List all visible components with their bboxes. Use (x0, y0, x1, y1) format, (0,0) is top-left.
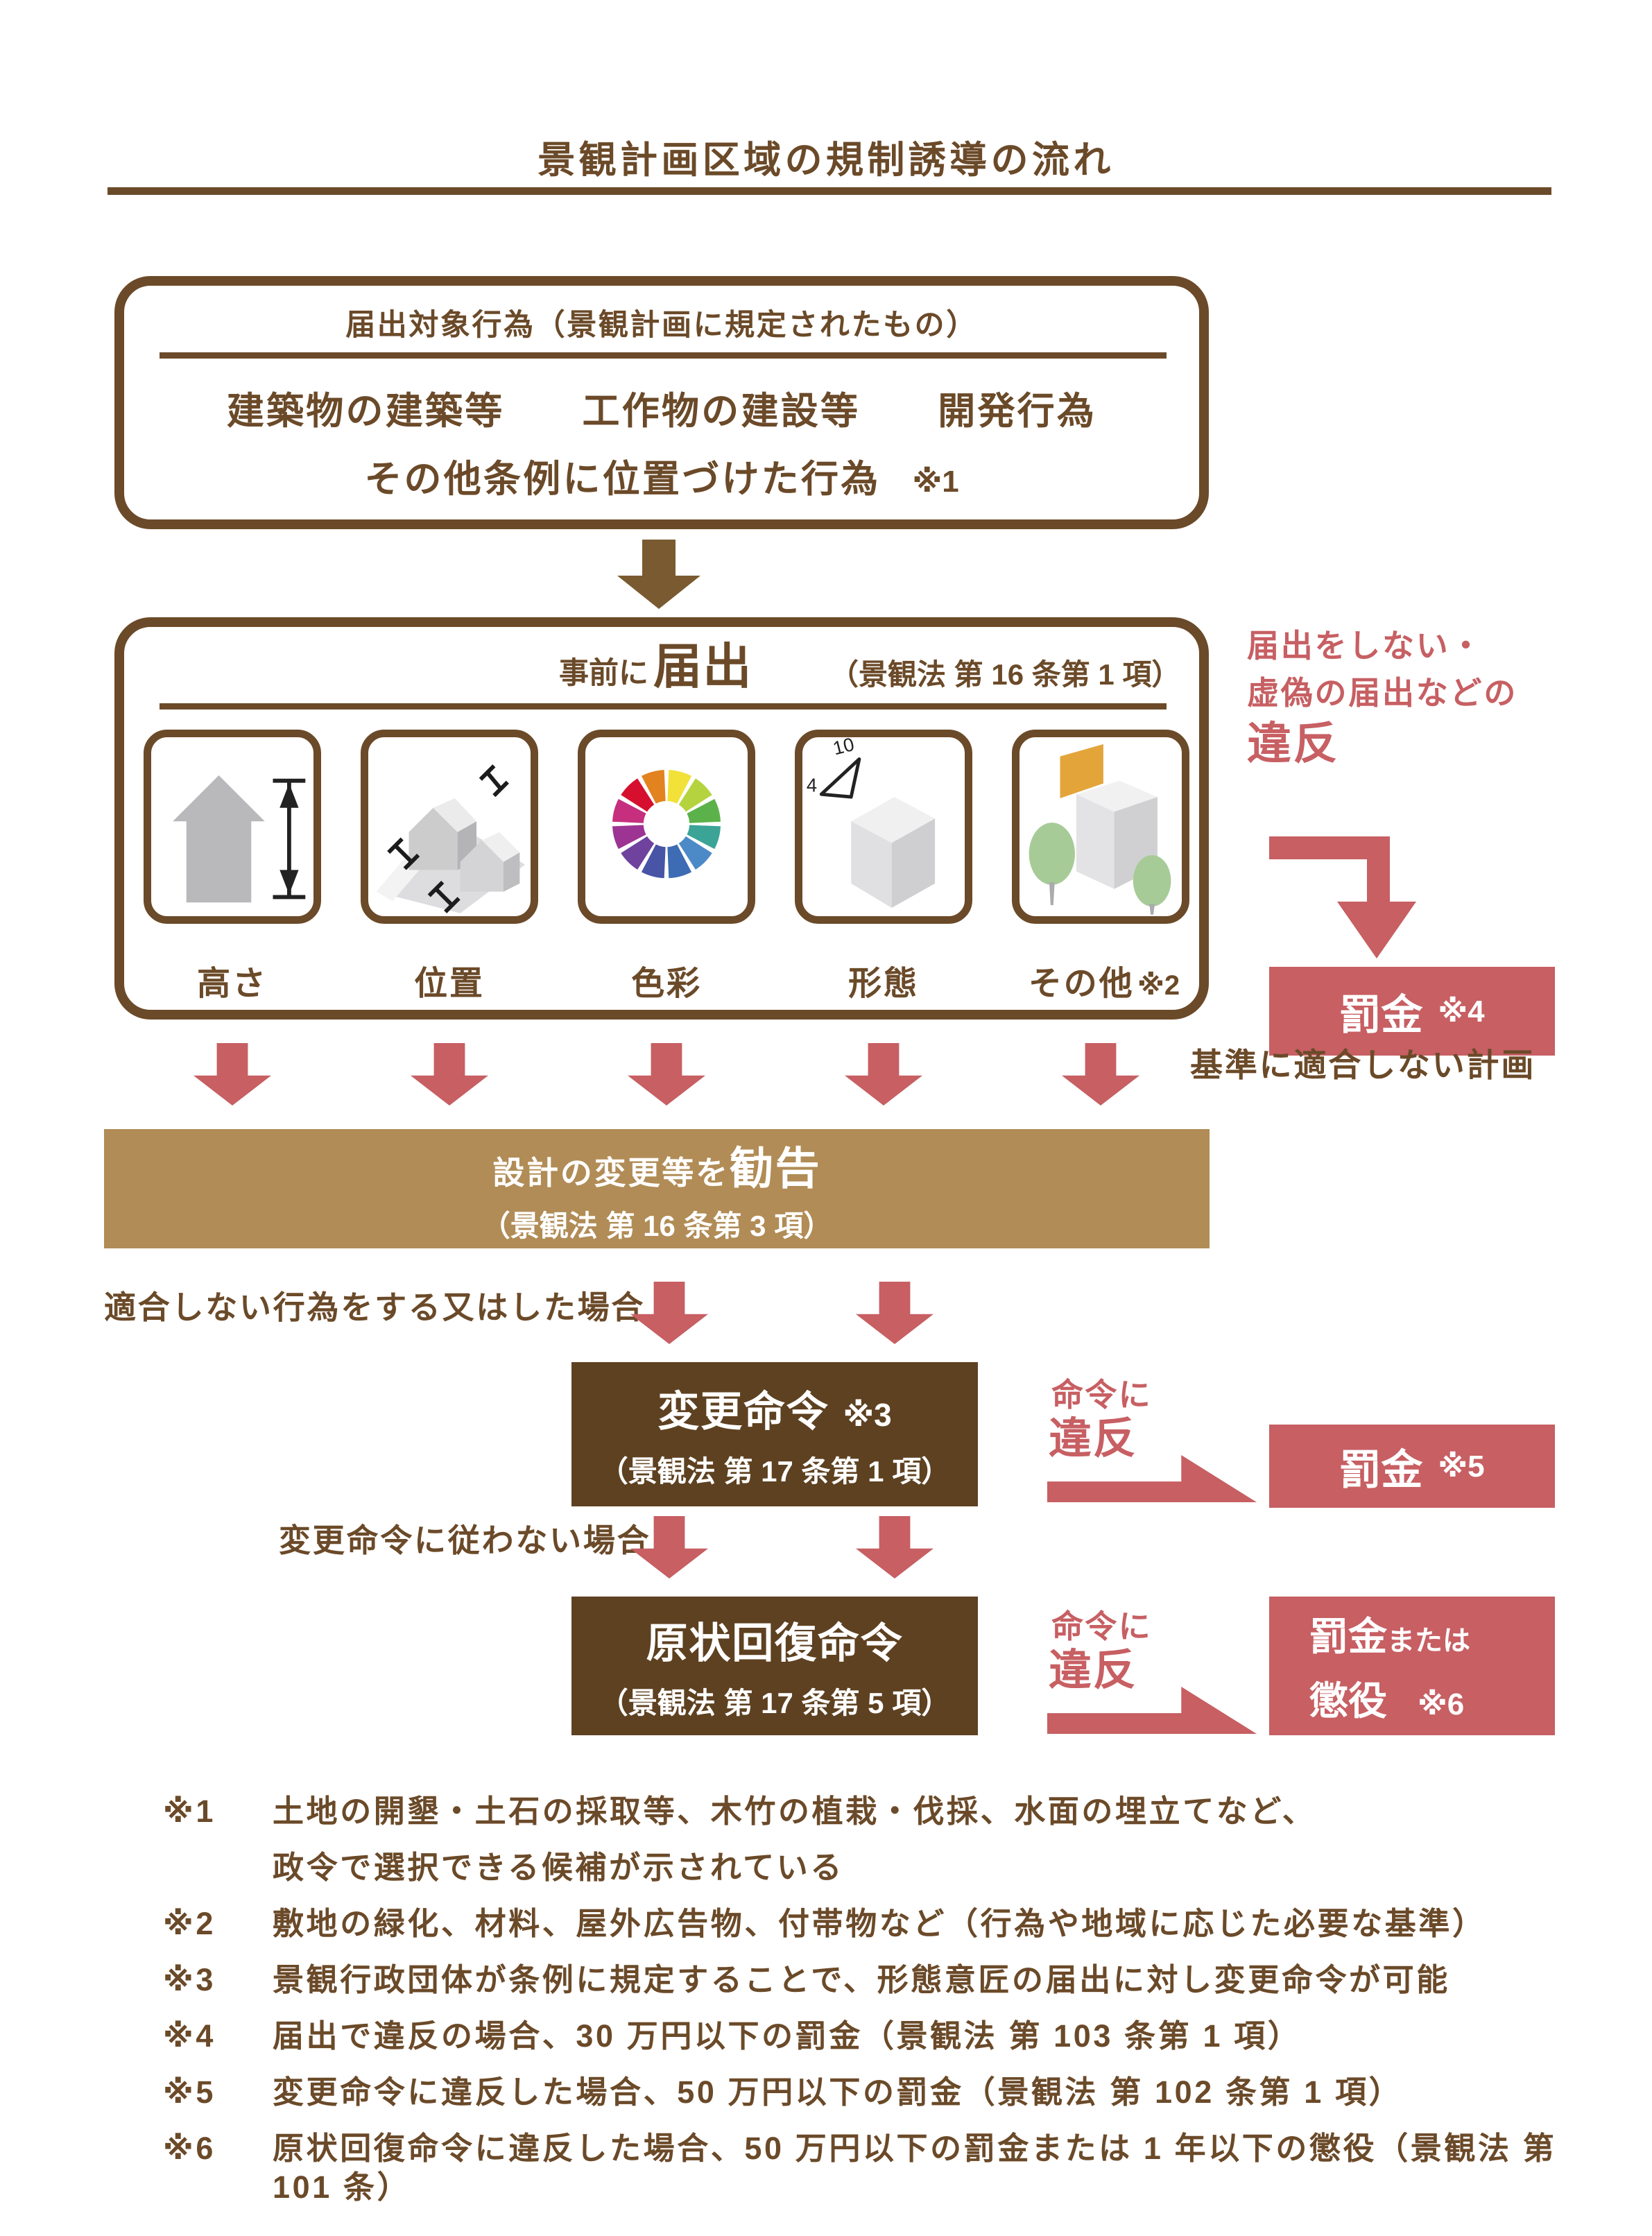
box1-other-row: その他条例に位置づけた行為 ※1 (114, 448, 1209, 503)
change-order-box: 変更命令 ※3 （景観法 第 17 条第 1 項） (571, 1362, 978, 1506)
svg-text:4: 4 (807, 774, 817, 796)
item-building: 建築物の建築等 (226, 390, 505, 432)
change-order-law: （景観法 第 17 条第 1 項） (599, 1455, 951, 1488)
item-development: 開発行為 (938, 390, 1097, 432)
recommendation-law: （景観法 第 16 条第 3 項） (481, 1209, 833, 1242)
footnote-5: ※5 変更命令に違反した場合、50 万円以下の罰金（景観法 第 102 条第 1… (163, 2074, 1403, 2110)
card-label-height: 高さ (197, 965, 268, 1002)
restoration-order-title: 原状回復命令 (646, 1620, 904, 1667)
flow-arrow-4 (845, 1043, 922, 1106)
page-title: 景観計画区域の規制誘導の流れ (537, 139, 1115, 181)
note-nonconforming-plan: 基準に適合しない計画 (1190, 1047, 1536, 1083)
note-not-follow: 変更命令に従わない場合 (279, 1522, 651, 1558)
card-color (578, 730, 755, 924)
flow-arrow-main (617, 540, 700, 609)
order-violation1-line1: 命令に (1051, 1377, 1152, 1413)
height-measure-icon (173, 775, 306, 903)
flow-arrow-3 (628, 1043, 705, 1106)
item-other-note: ※1 (912, 465, 959, 499)
flow-arrow-2 (411, 1043, 488, 1106)
violation-notify-line1: 届出をしない・ (1247, 628, 1484, 664)
box1-header: 届出対象行為（景観計画に規定されたもの） (345, 309, 978, 342)
recommendation-bar: 設計の変更等を 勧告 （景観法 第 16 条第 3 項） (104, 1129, 1210, 1248)
flow-arrow-9 (856, 1516, 933, 1579)
notify-law: （景観法 第 16 条第 1 項） (829, 658, 1181, 691)
violation-notify-line3: 違反 (1247, 719, 1340, 768)
violation-notify-line2: 虚偽の届出などの (1247, 675, 1518, 711)
flow-arrow-5 (1062, 1043, 1139, 1106)
box-notification-target-acts (114, 276, 1209, 529)
footnote-4: ※4 届出で違反の場合、30 万円以下の罰金（景観法 第 103 条第 1 項） (163, 2018, 1302, 2054)
recommendation-prefix: 設計の変更等を (492, 1154, 730, 1191)
notify-prefix: 事前に (559, 657, 648, 690)
footnote-3: ※3 景観行政団体が条例に規定することで、形態意匠の届出に対し変更命令が可能 (163, 1962, 1450, 1997)
recommendation-title: 勧告 (729, 1143, 821, 1194)
flow-arrow-7 (856, 1282, 933, 1344)
restoration-order-law: （景観法 第 17 条第 5 項） (599, 1687, 951, 1719)
item-other-ordinance: その他条例に位置づけた行為 (364, 458, 881, 500)
item-structure: 工作物の建設等 (582, 390, 861, 432)
order-violation1-line2: 違反 (1049, 1415, 1137, 1463)
card-height (144, 730, 321, 924)
violation-elbow-arrow (1269, 836, 1422, 961)
card-position (361, 730, 538, 924)
note-nonconforming-act: 適合しない行為をする又はした場合 (104, 1289, 646, 1325)
card-other (1012, 730, 1189, 924)
card-label-color: 色彩 (631, 965, 702, 1002)
color-wheel-icon (612, 770, 721, 879)
box2-divider (160, 703, 1167, 710)
notify-title: 届出 (653, 639, 752, 694)
position-houses-icon (376, 764, 526, 913)
order-violation2-line2: 違反 (1049, 1646, 1137, 1694)
form-house-icon: 10 4 (807, 737, 936, 908)
footnote-2: ※2 敷地の緑化、材料、屋外広告物、付帯物など（行為や地域に応じた必要な基準） (163, 1906, 1486, 1941)
footnote-6: ※6 原状回復命令に違反した場合、50 万円以下の罰金または 1 年以下の懲役（… (163, 2131, 1557, 2205)
footnote-1-line2: 政令で選択できる候補が示されている (273, 1850, 844, 1885)
box1-divider (160, 352, 1167, 359)
footnote-1-line1: ※1 土地の開墾・土石の採取等、木竹の植栽・伐採、水面の埋立てなど、 (163, 1794, 1316, 1829)
change-order-note: ※3 (843, 1397, 892, 1433)
card-label-other: その他 ※2 (1028, 965, 1180, 1002)
fine-box-5: 罰金 ※5 (1269, 1425, 1555, 1508)
order-violation2-line1: 命令に (1051, 1608, 1152, 1644)
fine-box-4: 罰金 ※4 (1269, 967, 1555, 1056)
fine-box-6: 罰金 または 懲役 ※6 (1269, 1597, 1555, 1735)
other-building-icon (1029, 744, 1171, 915)
restoration-order-box: 原状回復命令 （景観法 第 17 条第 5 項） (571, 1597, 978, 1735)
flow-arrow-1 (193, 1043, 271, 1106)
card-label-position: 位置 (414, 965, 485, 1002)
card-label-form: 形態 (848, 965, 919, 1002)
svg-text:10: 10 (831, 737, 857, 759)
box1-items-row: 建築物の建築等 工作物の建設等 開発行為 (114, 380, 1209, 435)
title-rule (107, 187, 1551, 195)
change-order-title: 変更命令 (657, 1388, 829, 1435)
card-form: 10 4 (795, 730, 972, 924)
